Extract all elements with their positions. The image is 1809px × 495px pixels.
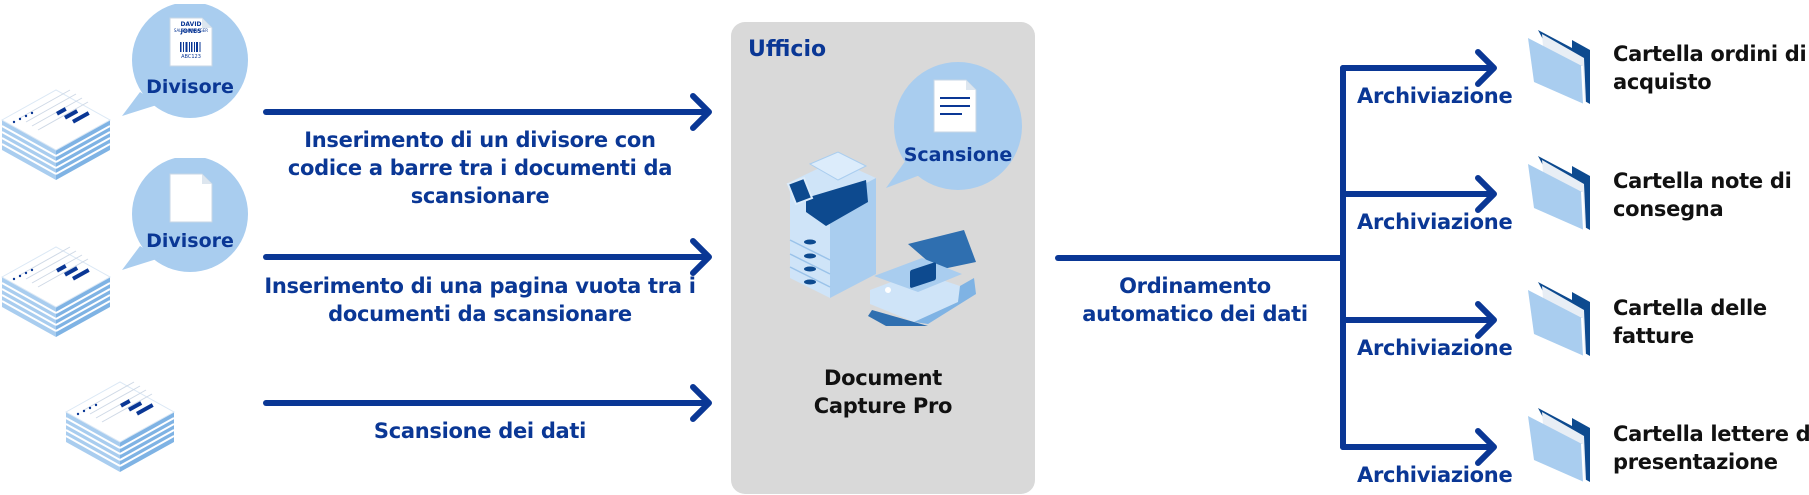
archive-label: Archiviazione bbox=[1357, 84, 1513, 108]
folder-label-line: Cartella note di bbox=[1613, 169, 1792, 193]
scan-bubble-label: Scansione bbox=[903, 144, 1013, 166]
multifunction-printer-icon bbox=[786, 151, 876, 298]
folder-label-invoices: Cartella delle fatture bbox=[1613, 294, 1767, 350]
divider-barcode-bubble: DAVID JONES SALES MANAGER ABC123 Divisor… bbox=[118, 2, 254, 122]
software-name-line: Document bbox=[824, 366, 942, 390]
document-stack-icon bbox=[64, 381, 176, 472]
divider-blank-bubble: Divisore bbox=[118, 156, 254, 276]
folder-icon bbox=[1528, 156, 1590, 231]
folder-label-purchase-orders: Cartella ordini di acquisto bbox=[1613, 40, 1807, 96]
divider-label: Divisore bbox=[146, 76, 234, 98]
label-line: Inserimento di un divisore con bbox=[304, 128, 656, 152]
folder-label-line: acquisto bbox=[1613, 70, 1712, 94]
document-scanner-icon bbox=[868, 230, 976, 326]
folder-label-line: Cartella lettere di bbox=[1613, 422, 1809, 446]
office-title: Ufficio bbox=[748, 37, 827, 62]
scanned-document-icon bbox=[933, 79, 977, 133]
archive-label: Archiviazione bbox=[1357, 463, 1513, 487]
document-stack-icon bbox=[0, 246, 112, 337]
input-label-barcode-divider: Inserimento di un divisore con codice a … bbox=[250, 126, 710, 210]
scan-bubble: Scansione bbox=[880, 60, 1024, 190]
label-line: codice a barre tra i documenti da bbox=[287, 156, 673, 180]
input-label-blank-page: Inserimento di una pagina vuota tra i do… bbox=[250, 272, 710, 328]
document-stack-icon bbox=[0, 89, 112, 180]
label-line: Inserimento di una pagina vuota tra i bbox=[264, 274, 696, 298]
arrow-output-1 bbox=[1340, 49, 1497, 87]
label-line: scansionare bbox=[410, 184, 550, 208]
folder-label-line: Cartella delle bbox=[1613, 296, 1767, 320]
barcode-divider-sheet-icon bbox=[169, 17, 213, 67]
folder-icon bbox=[1528, 408, 1590, 483]
divider-card-role: SALES MANAGER bbox=[173, 28, 209, 33]
folder-label-line: fatture bbox=[1613, 324, 1694, 348]
folder-label-delivery-notes: Cartella note di consegna bbox=[1613, 167, 1792, 223]
arrow-input-2 bbox=[263, 238, 712, 276]
folder-icon bbox=[1528, 282, 1590, 357]
sorting-label-line: automatico dei dati bbox=[1082, 302, 1308, 326]
divider-label: Divisore bbox=[146, 230, 234, 252]
divider-card-code: ABC123 bbox=[181, 54, 201, 60]
software-name: Document Capture Pro bbox=[731, 364, 1035, 420]
arrow-input-1 bbox=[263, 93, 712, 131]
sorting-label-line: Ordinamento bbox=[1119, 274, 1271, 298]
arrow-input-3 bbox=[263, 384, 712, 422]
folder-label-cover-letters: Cartella lettere di presentazione bbox=[1613, 420, 1809, 476]
label-line: documenti da scansionare bbox=[328, 302, 632, 326]
arrow-output-4 bbox=[1340, 428, 1497, 466]
input-label-scan-data: Scansione dei dati bbox=[250, 417, 710, 445]
arrow-output-2 bbox=[1340, 175, 1497, 213]
label-line: Scansione dei dati bbox=[373, 419, 587, 443]
folder-label-line: Cartella ordini di bbox=[1613, 42, 1807, 66]
blank-page-icon bbox=[169, 173, 213, 223]
arrow-output-3 bbox=[1340, 301, 1497, 339]
sorting-label: Ordinamento automatico dei dati bbox=[1050, 272, 1340, 328]
software-name-line: Capture Pro bbox=[813, 394, 953, 418]
archive-label: Archiviazione bbox=[1357, 210, 1513, 234]
folder-icon bbox=[1528, 30, 1590, 105]
sorting-connector bbox=[1055, 65, 1346, 450]
archive-label: Archiviazione bbox=[1357, 336, 1513, 360]
folder-label-line: presentazione bbox=[1613, 450, 1778, 474]
divider-card-name: DAVID JONES bbox=[180, 21, 202, 35]
folder-label-line: consegna bbox=[1613, 197, 1724, 221]
